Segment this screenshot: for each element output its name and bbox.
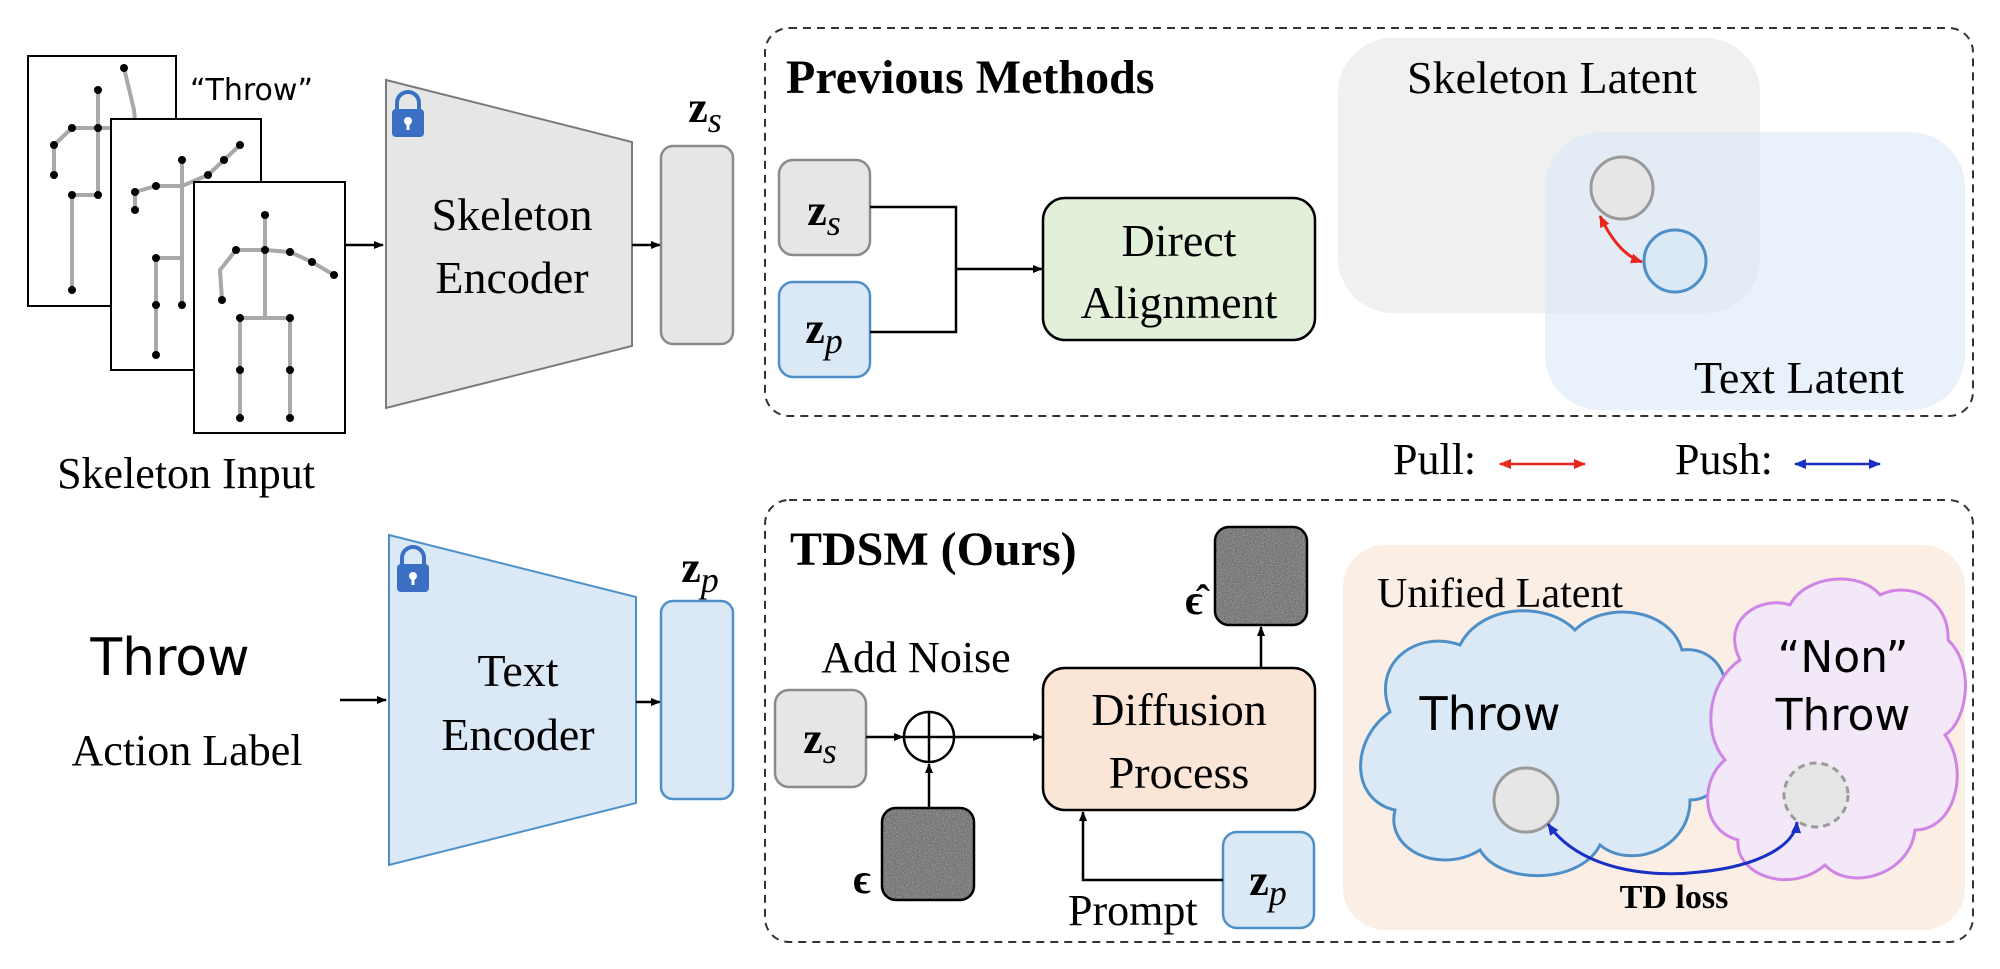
- skeleton-input-caption: Skeleton Input: [57, 449, 315, 498]
- push-arrow-td: [1546, 821, 1802, 876]
- skeleton-feature-zs: zs: [659, 83, 735, 346]
- legend-pull-label: Pull:: [1393, 435, 1476, 484]
- skeleton-encoder-line2: Encoder: [435, 252, 588, 303]
- non-throw-label: Throw: [1775, 690, 1911, 741]
- previous-methods-title: Previous Methods: [786, 51, 1154, 104]
- epsilon-label: ϵ: [853, 857, 871, 903]
- skeleton-input: “Throw”: [27, 55, 346, 498]
- previous-methods-panel: Previous Methods zs zp Direct Alignment …: [764, 27, 1974, 417]
- non-quote-label: “Non”: [1778, 632, 1909, 683]
- prompt-connector: [1079, 811, 1223, 882]
- tdsm-panel: TDSM (Ours) Add Noise zs ϵ Diffusion Pro…: [764, 499, 1974, 943]
- action-word: Throw: [89, 628, 249, 688]
- skeleton-quote-label: “Throw”: [190, 73, 313, 108]
- prev-zp-box: zp: [777, 280, 872, 379]
- svg-text:zp: zp: [1249, 856, 1287, 913]
- prompt-label: Prompt: [1068, 886, 1198, 935]
- latent-space-separate: Skeleton Latent Text Latent: [1338, 38, 1965, 410]
- merge-connector: [870, 205, 958, 334]
- lock-icon: [392, 90, 424, 137]
- throw-cloud: Throw: [1359, 609, 1732, 878]
- skeleton-point: [1589, 155, 1655, 221]
- skeleton-latent-label: Skeleton Latent: [1407, 52, 1697, 103]
- diffusion-process-box: Diffusion Process: [1041, 666, 1317, 812]
- tdsm-title: TDSM (Ours): [790, 523, 1077, 576]
- svg-text:zs: zs: [807, 186, 841, 243]
- action-label-caption: Action Label: [72, 726, 303, 775]
- unified-latent-label: Unified Latent: [1377, 571, 1623, 617]
- throw-point: [1492, 766, 1560, 834]
- td-loss-label: TD loss: [1620, 879, 1729, 916]
- text-latent-label: Text Latent: [1694, 352, 1904, 403]
- action-label: Throw Action Label: [72, 628, 303, 775]
- noise-epsilon-hat-box: ϵ̂: [1185, 525, 1309, 627]
- noise-epsilon-box: ϵ: [853, 806, 976, 903]
- non-throw-point: [1782, 761, 1850, 829]
- add-noise-label: Add Noise: [821, 633, 1010, 682]
- add-operator: [902, 710, 956, 764]
- svg-text:Diffusion: Diffusion: [1091, 684, 1267, 735]
- lock-icon: [397, 545, 429, 592]
- zp-label: zp: [681, 543, 719, 600]
- skeleton-encoder-line1: Skeleton: [432, 189, 593, 240]
- svg-text:Alignment: Alignment: [1081, 277, 1278, 328]
- skeleton-encoder: Skeleton Encoder: [385, 78, 633, 410]
- text-encoder-line1: Text: [477, 645, 558, 696]
- text-feature-zp: zp: [659, 543, 735, 801]
- svg-text:Direct: Direct: [1122, 215, 1237, 266]
- text-point: [1642, 228, 1708, 294]
- legend-push-label: Push:: [1675, 435, 1773, 484]
- direct-alignment-box: Direct Alignment: [1041, 196, 1317, 342]
- legend: Pull: Push:: [1393, 435, 1881, 484]
- zs-label: zs: [688, 83, 722, 140]
- text-encoder-line2: Encoder: [441, 709, 594, 760]
- svg-text:Process: Process: [1109, 747, 1250, 798]
- unified-latent-space: Unified Latent Throw “Non” Throw TD loss: [1343, 545, 1967, 930]
- skeleton-frame-3: [193, 181, 346, 434]
- tdsm-zs-box: zs: [773, 688, 868, 789]
- pull-arrow: [1598, 215, 1643, 264]
- text-encoder: Text Encoder: [388, 533, 637, 867]
- svg-text:zp: zp: [805, 304, 843, 361]
- svg-text:zs: zs: [803, 714, 837, 771]
- epsilon-hat-label: ϵ̂: [1185, 578, 1210, 624]
- tdsm-zp-box: zp: [1221, 830, 1316, 930]
- prev-zs-box: zs: [777, 158, 872, 257]
- non-throw-cloud: “Non” Throw: [1706, 577, 1967, 882]
- throw-cloud-label: Throw: [1419, 687, 1561, 741]
